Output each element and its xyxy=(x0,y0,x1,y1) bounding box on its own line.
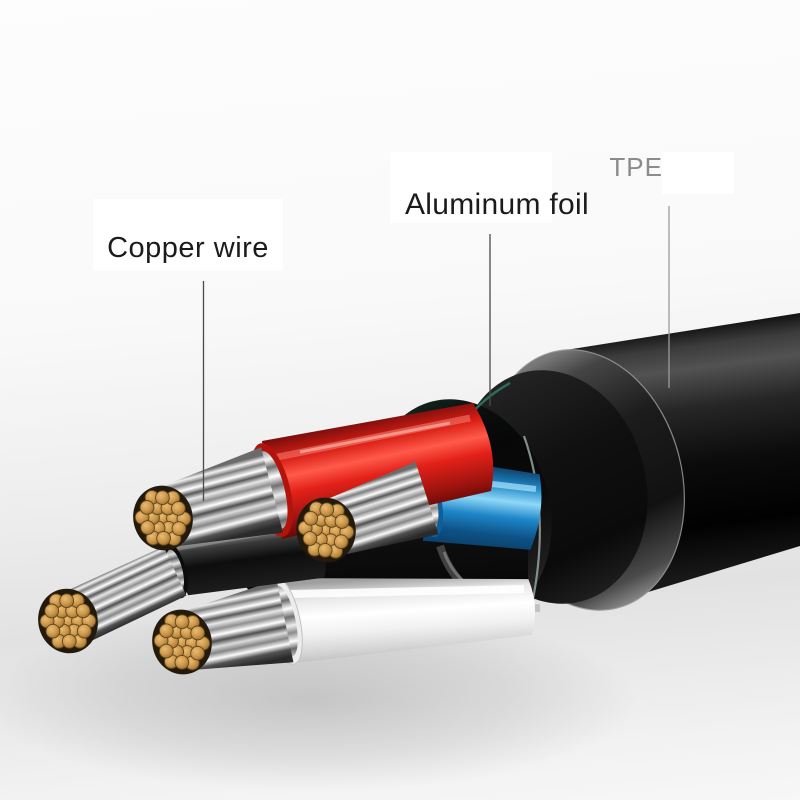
white-highlight xyxy=(289,585,525,598)
wire-blue-strands xyxy=(296,461,439,563)
white-insulation xyxy=(282,578,536,664)
label-copper-wire: Copper wire xyxy=(93,199,283,271)
label-tpe-text: TPE xyxy=(609,151,663,182)
annotation-leader-lines xyxy=(202,206,670,501)
label-copper-wire-text: Copper wire xyxy=(107,232,269,264)
label-background-box xyxy=(662,152,734,194)
label-tpe: TPE xyxy=(607,151,663,182)
wire-white xyxy=(152,577,536,675)
red-highlight-bright xyxy=(299,421,451,454)
copper-strand-tip-blue xyxy=(296,497,356,563)
label-aluminum-foil-text: Aluminum foil xyxy=(405,188,589,221)
label-aluminum-foil: Aluminum foil xyxy=(390,152,589,223)
copper-strand-tip-black xyxy=(38,588,98,654)
copper-strand-tip-white xyxy=(152,609,212,675)
copper-strand-tip-red xyxy=(133,485,193,551)
